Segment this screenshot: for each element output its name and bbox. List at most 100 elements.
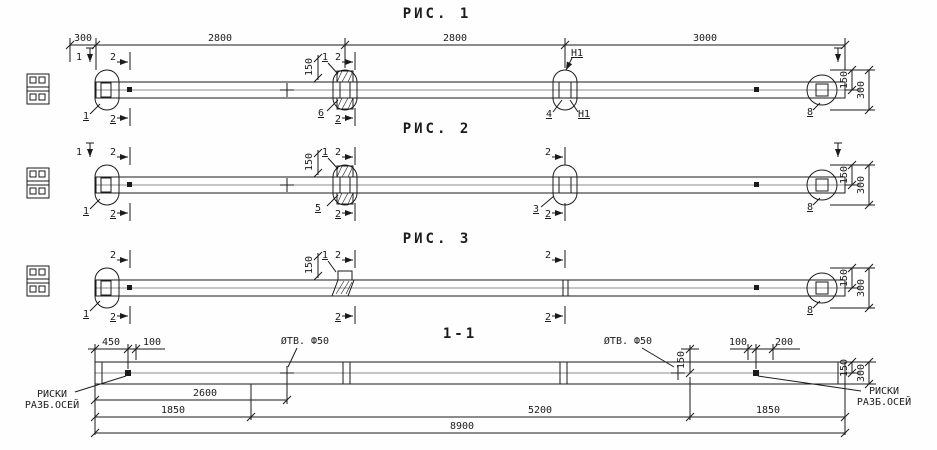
mid-joint-hatched (332, 164, 358, 206)
callout: 8 (807, 202, 813, 213)
cut1-arrow (834, 48, 842, 62)
callout: 8 (807, 305, 813, 316)
cut2-label: 2 (335, 209, 341, 220)
mid-joint-hatched (331, 279, 355, 297)
fig2-title: РИС. 2 (403, 121, 472, 137)
callout: 1 (322, 52, 328, 63)
cut2-label: 2 (545, 312, 551, 323)
section-1-1: 1-1 450 100 100 200 ØТВ. Ф50 ØТВ. Ф50 (25, 326, 911, 438)
cut2-label: 2 (110, 147, 116, 158)
section-title: 1-1 (443, 326, 477, 342)
dim-label: 300 (74, 33, 92, 44)
dim-label: 8900 (450, 421, 474, 432)
dim-label: 300 (856, 81, 867, 99)
callout: 5 (315, 203, 321, 214)
right-end-joint (806, 169, 838, 201)
axis-mark (754, 87, 759, 92)
mark-label: Н1 (578, 109, 590, 120)
cut2-arrow (117, 250, 130, 268)
dim-label: 3000 (693, 33, 717, 44)
axis-mark (754, 182, 759, 187)
cut1-label: 1 (76, 52, 82, 63)
cut2-arrow (117, 203, 130, 221)
cut2-label: 2 (545, 250, 551, 261)
dim-label: 150 (839, 166, 850, 184)
dim-label: 150 (304, 256, 315, 274)
dim-label: 2800 (208, 33, 232, 44)
cut2-label: 2 (335, 147, 341, 158)
cut2-label: 2 (110, 250, 116, 261)
cut2-label: 2 (110, 114, 116, 125)
cut1-arrow (86, 48, 94, 62)
dim-label: 300 (856, 176, 867, 194)
risk-label: РИСКИ (37, 389, 67, 400)
axis-cross (279, 82, 295, 98)
dim-label: 100 (729, 337, 747, 348)
cut2-label: 2 (335, 312, 341, 323)
left-end-joint (94, 164, 120, 206)
cut2-label: 2 (545, 147, 551, 158)
dim-label: 200 (775, 337, 793, 348)
risk-label: РАЗБ.ОСЕЙ (25, 398, 79, 411)
risk-label: РИСКИ (869, 386, 899, 397)
cut2-label: 2 (335, 114, 341, 125)
hole-label: ØТВ. Ф50 (604, 335, 652, 347)
cut2-arrow (117, 147, 130, 165)
cut2-arrow (552, 306, 565, 324)
callout: 1 (83, 206, 89, 217)
dim-label: 300 (856, 279, 867, 297)
cut2-arrow (117, 108, 130, 126)
dim-label: 1850 (161, 405, 185, 416)
cut2-label: 2 (110, 312, 116, 323)
cut2-arrow (117, 306, 130, 324)
mid-joint (552, 164, 578, 206)
hole-axis-cross (279, 365, 295, 381)
callout: 1 (322, 250, 328, 261)
axis-mark (127, 182, 132, 187)
dim-label: 5200 (528, 405, 552, 416)
cut1-arrow (834, 143, 842, 157)
dim-label: 150 (839, 359, 850, 377)
cut1-arrow (86, 143, 94, 157)
cut2-arrow (342, 108, 355, 126)
callout: 6 (318, 108, 324, 119)
cut2-label: 2 (545, 209, 551, 220)
figure-1: РИС. 1 300 2800 2800 3000 1 (26, 6, 875, 126)
cut2-arrow (342, 306, 355, 324)
axis-mark (127, 285, 132, 290)
cut1-label: 1 (76, 147, 82, 158)
dim-label: 150 (304, 153, 315, 171)
dim-label: 2600 (193, 388, 217, 399)
right-end-joint (806, 74, 838, 106)
dim-label: 150 (304, 58, 315, 76)
callout: 4 (546, 109, 552, 120)
callout: 8 (807, 107, 813, 118)
cut2-arrow (552, 147, 565, 165)
cut2-arrow (117, 52, 130, 70)
cut2-arrow (342, 203, 355, 221)
right-end-joint (806, 272, 838, 304)
mid-joint (552, 69, 578, 111)
cross-section-icon (26, 167, 50, 199)
dim-label: 300 (856, 364, 867, 382)
dim-label: 150 (676, 351, 687, 369)
callout: 1 (83, 111, 89, 122)
mark-label: Н1 (571, 48, 583, 59)
figure-3: РИС. 3 150 1 2 2 2 2 2 2 1 8 (26, 231, 875, 324)
cut2-arrow (342, 250, 355, 268)
dim-label: 150 (839, 71, 850, 89)
callout: 1 (83, 309, 89, 320)
cut2-arrow (552, 203, 565, 221)
axis-mark (127, 87, 132, 92)
cut2-arrow (342, 147, 355, 165)
dim-label: 1850 (756, 405, 780, 416)
left-end-joint (94, 69, 120, 111)
cross-section-icon (26, 73, 50, 105)
cut2-arrow (342, 52, 355, 70)
callout: 3 (533, 204, 539, 215)
risk-label: РАЗБ.ОСЕЙ (857, 395, 911, 408)
axis-cross (279, 177, 295, 193)
figure-2: РИС. 2 1 150 1 5 2 2 2 2 2 2 (26, 121, 875, 221)
